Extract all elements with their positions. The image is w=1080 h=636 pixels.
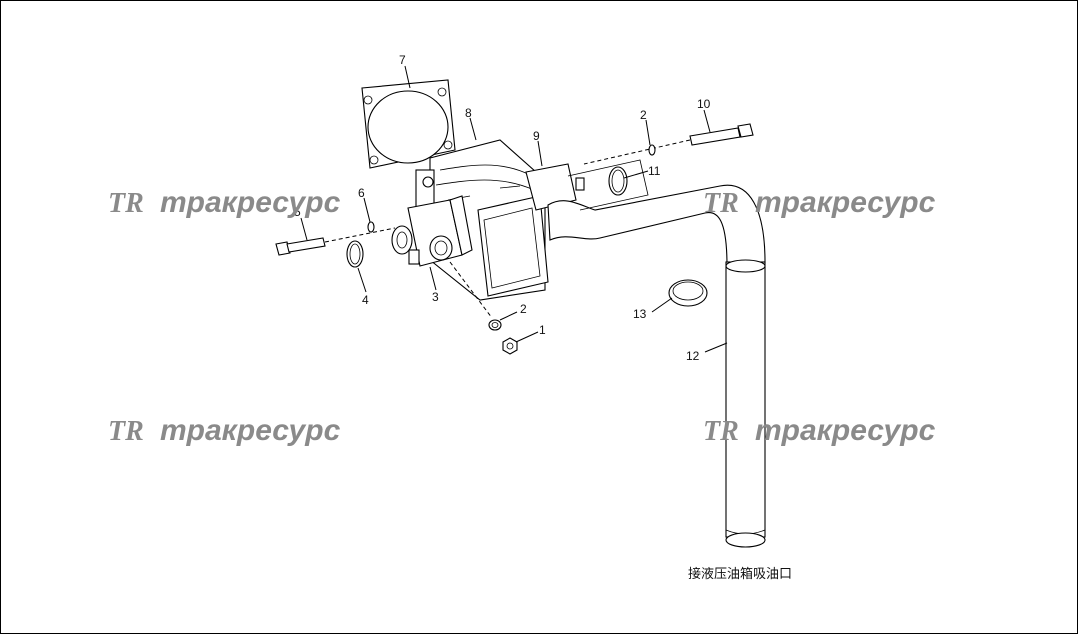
inlet-body-part xyxy=(391,195,473,267)
washer-right-part xyxy=(648,144,656,156)
callout-13: 13 xyxy=(633,307,647,321)
watermark-text: тракресурс xyxy=(755,414,936,447)
filter-housing-part xyxy=(415,139,549,301)
callout-leaders xyxy=(300,65,728,353)
callout-9: 9 xyxy=(533,129,540,143)
callout-1: 1 xyxy=(539,323,546,337)
o-ring-left-part xyxy=(346,240,364,268)
callout-3: 3 xyxy=(432,290,439,304)
watermark-logo: TR xyxy=(108,416,144,447)
connector-block-part xyxy=(525,163,585,211)
vertical-tube-part xyxy=(725,259,766,548)
watermark-top-right: TR тракресурс xyxy=(703,186,936,219)
watermark-bottom-right: TR тракресурс xyxy=(703,414,936,447)
outlet-caption: 接液压油箱吸油口 xyxy=(688,566,792,582)
callout-labels: 7 8 9 10 2 11 6 5 4 3 2 1 13 12 xyxy=(294,53,711,363)
callout-2-lower: 2 xyxy=(520,302,527,316)
callout-10: 10 xyxy=(697,97,711,111)
washer-left-part xyxy=(367,221,375,233)
callout-12: 12 xyxy=(686,349,700,363)
watermark-bottom-left: TR тракресурс xyxy=(108,414,341,447)
washer-lower-part xyxy=(449,261,502,331)
watermark-logo: TR xyxy=(703,188,739,219)
watermark-text: тракресурс xyxy=(160,414,341,447)
o-ring-right-part xyxy=(608,166,628,196)
bolt-right-part xyxy=(583,123,754,165)
callout-11: 11 xyxy=(648,164,661,178)
bolt-left-part xyxy=(275,227,396,256)
watermark-logo: TR xyxy=(703,416,739,447)
watermark-text: тракресурс xyxy=(160,186,341,219)
callout-2-upper: 2 xyxy=(640,108,647,122)
watermark-logo: TR xyxy=(108,188,144,219)
callout-8: 8 xyxy=(465,106,472,120)
callout-4: 4 xyxy=(362,293,369,307)
callout-6: 6 xyxy=(358,186,365,200)
callout-7: 7 xyxy=(399,53,406,67)
callout-5: 5 xyxy=(294,205,301,219)
gasket-flange-part xyxy=(361,79,456,169)
watermark-top-left: TR тракресурс xyxy=(108,186,341,219)
watermark-text: тракресурс xyxy=(755,186,936,219)
clamp-ring-part xyxy=(668,279,708,307)
nut-part xyxy=(502,337,518,355)
